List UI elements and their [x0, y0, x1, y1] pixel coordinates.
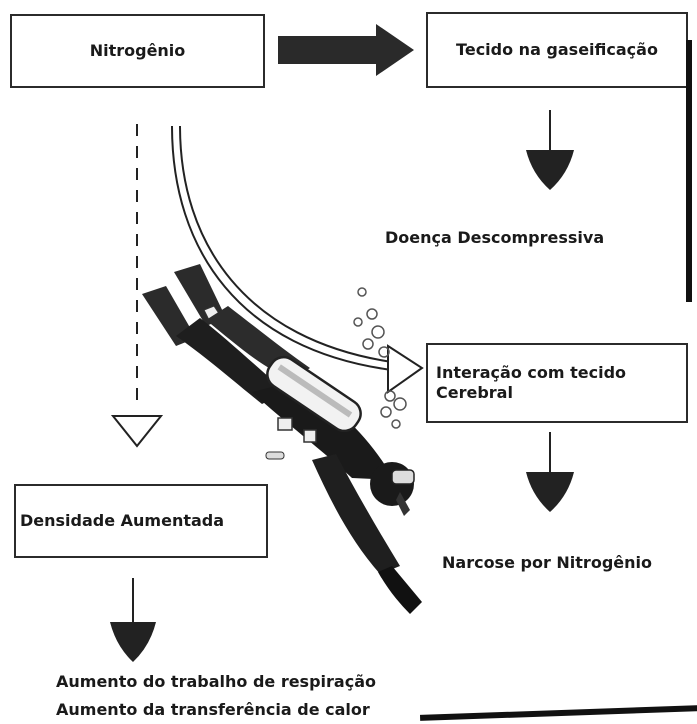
- effect-breathing-work: Aumento do trabalho de respiração: [56, 672, 376, 691]
- increased-density-label: Densidade Aumentada: [20, 511, 225, 530]
- open-arrowhead-brain: [387, 344, 424, 394]
- decompression-sickness-label: Doença Descompressiva: [385, 228, 605, 247]
- arrow-nitrogen-to-tissue: [278, 24, 414, 76]
- nitrogen-narcosis-label: Narcose por Nitrogênio: [442, 553, 652, 572]
- open-arrowhead-density: [110, 415, 164, 448]
- tissue-gasification-label: Tecido na gaseificação: [456, 40, 658, 59]
- arrow-brain-to-narcosis-head: [526, 472, 574, 512]
- nitrogen-label: Nitrogênio: [89, 41, 186, 60]
- scuba-diver-icon: [142, 264, 422, 614]
- arrow-tissue-to-dcs-head: [526, 150, 574, 190]
- brain-interaction-box: Interação com tecido Cerebral: [426, 343, 688, 423]
- tissue-gasification-box: Tecido na gaseificação: [426, 12, 688, 88]
- brain-interaction-label-line1: Interação com tecido: [436, 363, 627, 382]
- curved-path-to-brain-inner: [179, 125, 393, 363]
- increased-density-box: Densidade Aumentada: [14, 484, 268, 558]
- scan-edge-right: [686, 40, 692, 302]
- brain-interaction-label-line2: Cerebral: [436, 383, 513, 402]
- curved-path-to-brain-outer: [171, 125, 393, 371]
- effect-heat-transfer: Aumento da transferência de calor: [56, 700, 370, 719]
- density-effects-list: Aumento do trabalho de respiração Aument…: [56, 668, 376, 724]
- nitrogen-box: Nitrogênio: [10, 14, 265, 88]
- arrow-density-to-effects-head: [110, 622, 156, 662]
